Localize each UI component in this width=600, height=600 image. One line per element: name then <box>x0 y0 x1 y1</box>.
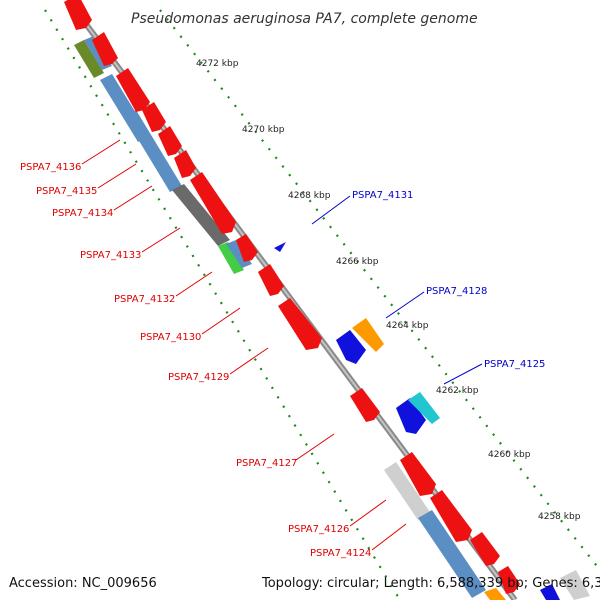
gene-arrow <box>190 172 236 234</box>
gene-label: PSPA7_4126 <box>288 524 349 535</box>
gene-arrow <box>470 532 500 566</box>
ruler-inner-dotted-line <box>44 9 401 600</box>
gene-arrow <box>258 264 284 296</box>
gene-label: PSPA7_4125 <box>484 359 545 370</box>
gene-arrow <box>116 68 150 112</box>
map-title: Pseudomonas aeruginosa PA7, complete gen… <box>131 11 478 27</box>
gene-arrow <box>158 126 182 156</box>
band-orange-bottom <box>484 588 506 600</box>
gene-arrow <box>430 490 472 542</box>
ruler-tick-label: 4260 kbp <box>488 450 531 460</box>
gene-label: PSPA7_4133 <box>80 250 141 261</box>
ruler-tick-label: 4258 kbp <box>538 512 581 522</box>
gene-arrow <box>408 392 440 424</box>
ruler-outer-dotted-line <box>159 9 600 571</box>
ruler-tick-label: 4262 kbp <box>436 386 479 396</box>
gene-arrow <box>274 242 286 252</box>
gene-label: PSPA7_4134 <box>52 208 113 219</box>
gene-arrow <box>498 566 520 594</box>
ruler-tick-label: 4272 kbp <box>196 59 239 69</box>
gene-label: PSPA7_4127 <box>236 458 297 469</box>
band-green <box>74 40 104 78</box>
band-lightgray-bottom <box>560 570 590 600</box>
gene-arrow <box>64 0 92 30</box>
ruler-tick-label: 4268 kbp <box>288 191 331 201</box>
band-lime <box>218 242 244 274</box>
gene-label: PSPA7_4135 <box>36 186 97 197</box>
feature-band-track <box>74 36 590 600</box>
gene-arrow <box>142 102 166 132</box>
gene-arrow <box>352 318 384 352</box>
gene-arrow <box>350 388 380 422</box>
gene-label: PSPA7_4124 <box>310 548 371 559</box>
band-lightgray <box>384 462 430 520</box>
ruler-tick-label: 4266 kbp <box>336 257 379 267</box>
gene-arrow <box>92 32 118 66</box>
gene-label: PSPA7_4128 <box>426 286 487 297</box>
gene-arrow <box>396 398 426 434</box>
gene-arrow <box>278 298 322 350</box>
gene-arrows <box>64 0 560 600</box>
ruler-labels: 4272 kbp 4270 kbp 4268 kbp 4266 kbp 4264… <box>196 59 581 522</box>
gene-label: PSPA7_4131 <box>352 190 413 201</box>
gene-arrow <box>540 584 560 600</box>
band-blue-5 <box>418 510 486 598</box>
gene-labels: PSPA7_4136 PSPA7_4135 PSPA7_4134 PSPA7_4… <box>20 162 545 559</box>
ruler-tick-label: 4264 kbp <box>386 321 429 331</box>
topology-text: Topology: circular; Length: 6,588,339 bp… <box>261 576 600 591</box>
gene-arrow <box>236 234 258 262</box>
gene-label: PSPA7_4136 <box>20 162 81 173</box>
ruler-tick-label: 4270 kbp <box>242 125 285 135</box>
gene-arrow <box>400 452 436 496</box>
gene-arrow <box>174 150 196 178</box>
accession-text: Accession: NC_009656 <box>9 576 157 591</box>
gene-label: PSPA7_4129 <box>168 372 229 383</box>
band-gray <box>172 184 230 246</box>
gene-label: PSPA7_4130 <box>140 332 201 343</box>
gene-arrow <box>336 330 366 364</box>
gene-label: PSPA7_4132 <box>114 294 175 305</box>
band-blue-3 <box>124 110 182 192</box>
label-leader-lines <box>81 139 483 551</box>
